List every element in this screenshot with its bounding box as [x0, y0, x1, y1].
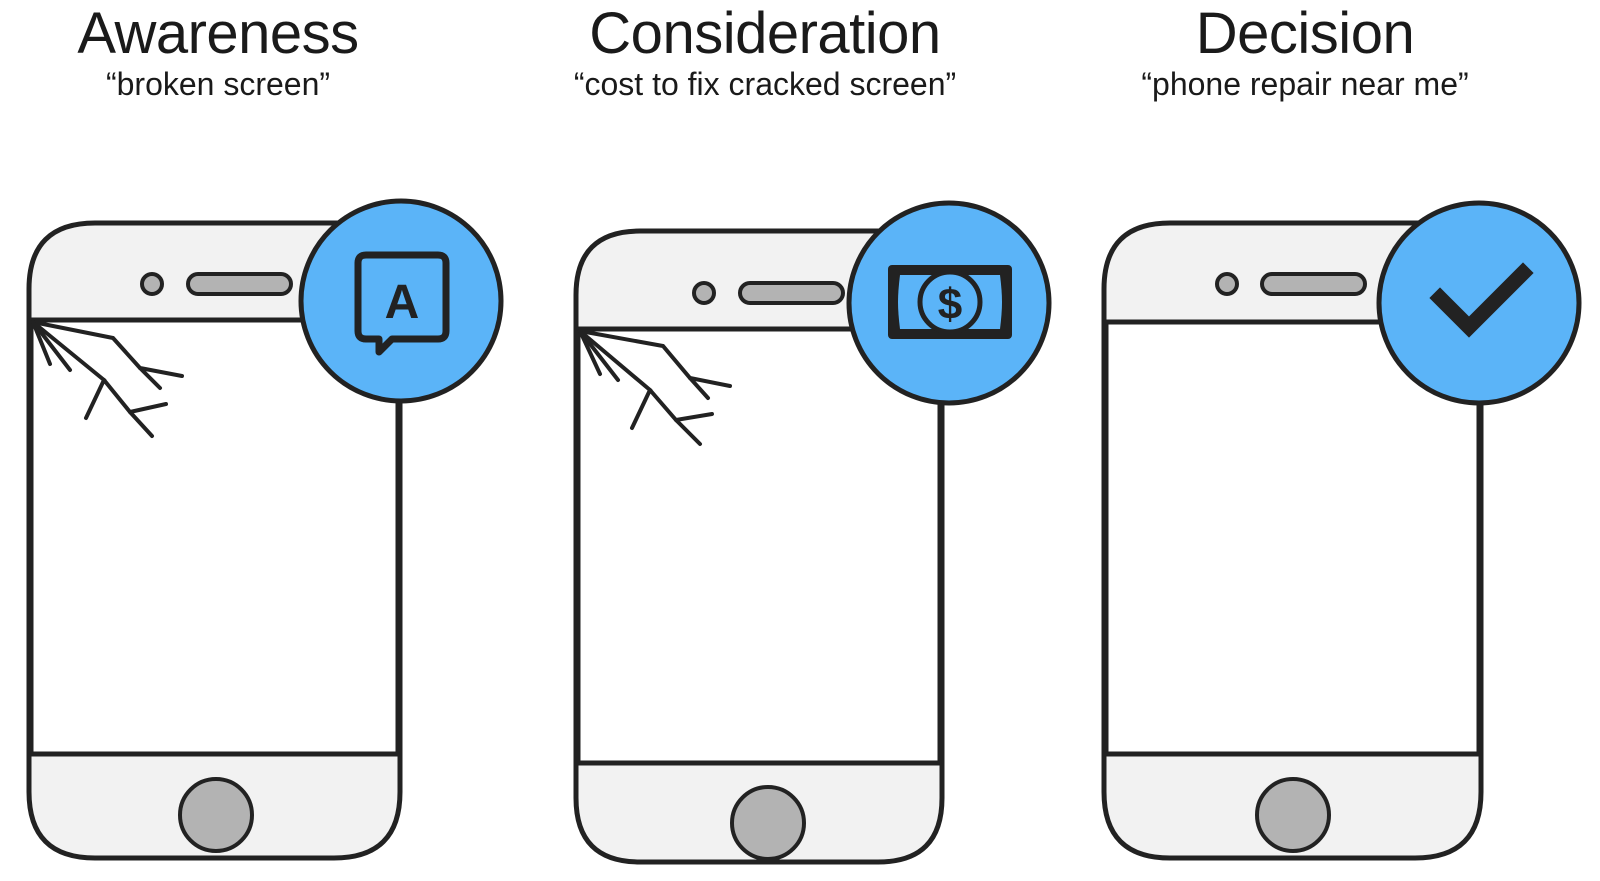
stage-title: Consideration: [589, 1, 941, 66]
home-button: [1255, 777, 1331, 853]
badge-letter: A: [385, 276, 420, 329]
stage-header-decision: Decision “phone repair near me”: [1025, 0, 1585, 103]
camera-dot: [1215, 272, 1239, 296]
badge-circle: [298, 198, 504, 404]
stage-header-awareness: Awareness “broken screen”: [0, 0, 498, 103]
stage-query: “phone repair near me”: [1141, 66, 1469, 102]
speaker-slot: [1260, 272, 1367, 296]
phone-awareness: A: [26, 198, 504, 861]
camera-dot: [140, 272, 164, 296]
crack-lines: [578, 329, 732, 446]
phone-screen: [575, 326, 943, 766]
home-button: [178, 777, 254, 853]
stage-query: “broken screen”: [105, 66, 331, 102]
stage-query: “cost to fix cracked screen”: [573, 66, 957, 102]
speaker-slot: [186, 272, 293, 296]
phone-screen: [1103, 319, 1482, 757]
home-button: [730, 785, 806, 861]
dollar-bill-icon: $: [888, 265, 1012, 339]
camera-dot: [692, 281, 716, 305]
badge-letter: $: [938, 280, 962, 329]
stage-title: Decision: [1195, 1, 1415, 66]
checkmark-icon: [1429, 262, 1534, 338]
phone-screen: [28, 317, 401, 757]
phone-consideration: $: [573, 200, 1052, 865]
stage-title: Awareness: [77, 1, 359, 66]
phone-decision: [1101, 200, 1582, 861]
badge-circle: [1376, 200, 1582, 406]
speaker-slot: [738, 281, 845, 305]
stage-header-consideration: Consideration “cost to fix cracked scree…: [485, 0, 1045, 103]
speech-bubble-letter-icon: A: [354, 251, 450, 356]
crack-lines: [31, 320, 184, 438]
